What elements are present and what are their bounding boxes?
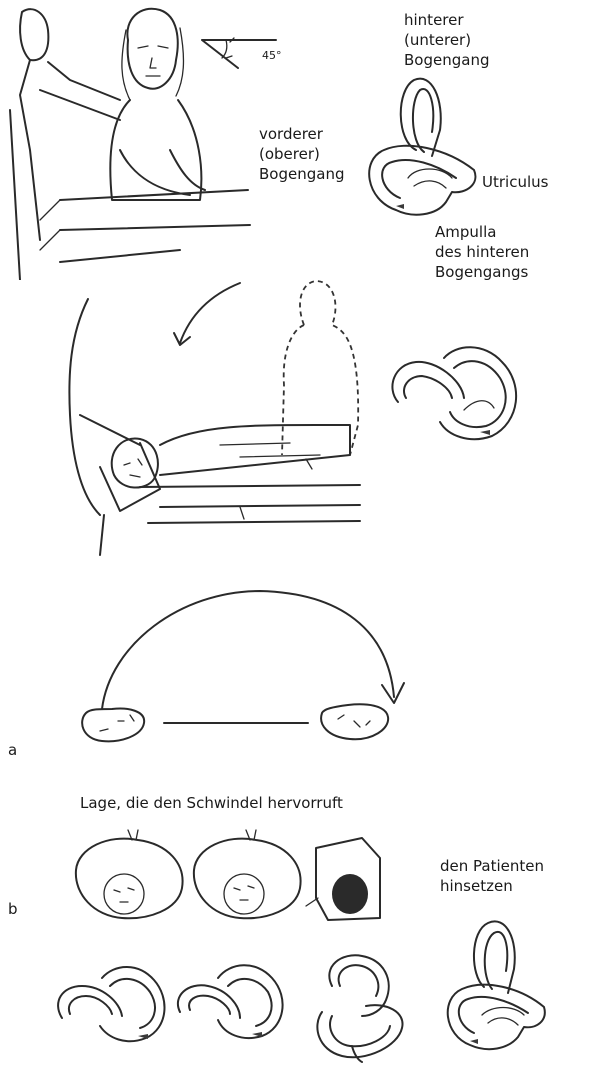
semicircular-canal-icon [356, 70, 486, 220]
panel-a-label: a [8, 740, 17, 760]
supine-patient-drawing [60, 275, 370, 565]
posterior-canal-label: hinterer (unterer) Bogengang [404, 10, 489, 70]
sit-up-label: den Patienten hinsetzen [440, 856, 544, 896]
angle-label: 45° [262, 46, 282, 66]
panel-b-label: b [8, 899, 18, 919]
semicircular-canal-icon [52, 958, 172, 1048]
curved-arrow-icon [70, 585, 430, 745]
semicircular-canal-icon [384, 338, 534, 448]
utriculus-label: Utriculus [482, 172, 548, 192]
trigger-position-title: Lage, die den Schwindel hervorruft [80, 793, 343, 813]
ampulla-label: Ampulla des hinteren Bogengangs [435, 222, 529, 282]
anterior-canal-label: vorderer (oberer) Bogengang [259, 124, 344, 184]
semicircular-canal-icon [302, 946, 412, 1064]
semicircular-canal-icon [440, 915, 550, 1055]
semicircular-canal-icon [172, 956, 292, 1048]
head-icon [68, 828, 448, 926]
